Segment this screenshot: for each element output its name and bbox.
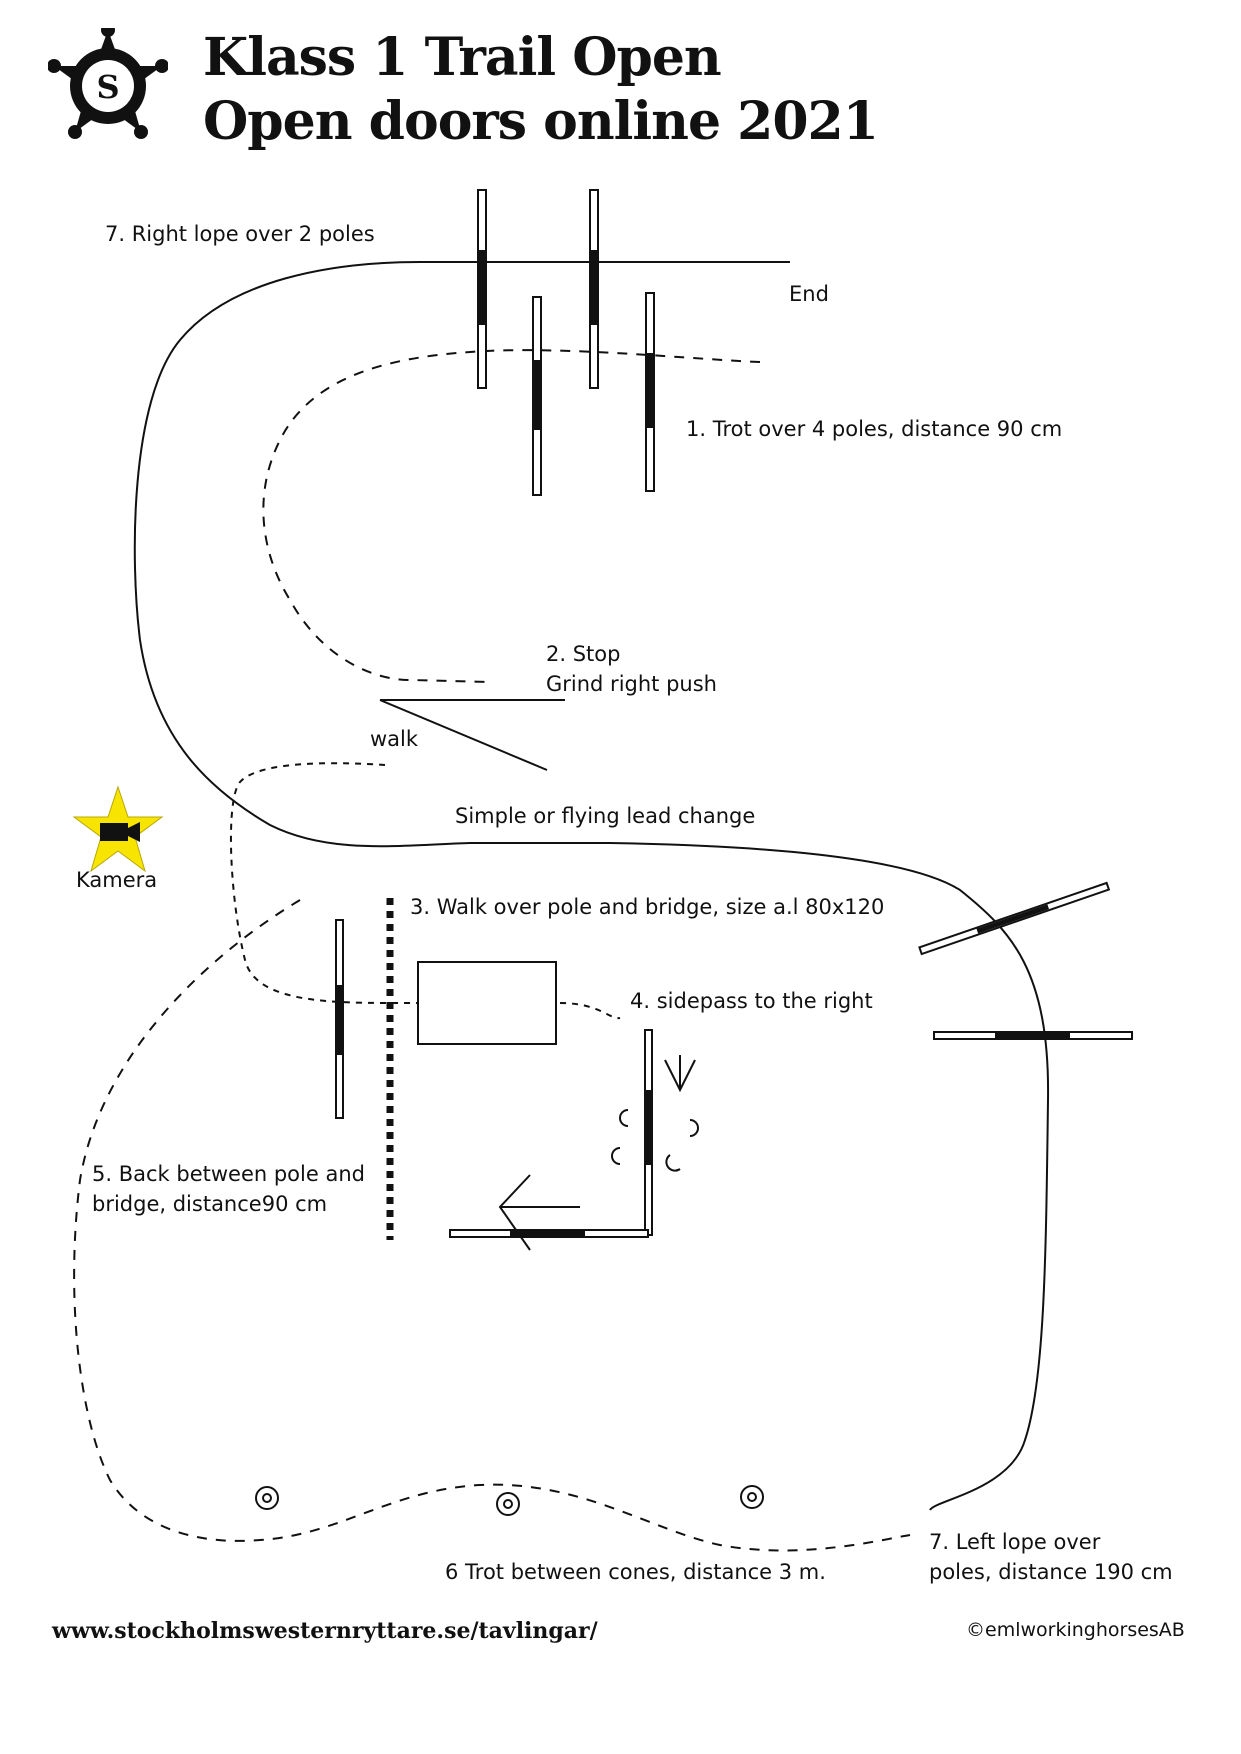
hoof-icon <box>611 1147 621 1165</box>
cone-icon <box>255 1485 764 1516</box>
left-lope-label: 7. Left lope over <box>929 1530 1101 1554</box>
arrow-left-icon <box>498 1174 580 1251</box>
stop-label: 2. Stop <box>546 642 621 666</box>
trot-walk-path <box>262 349 761 683</box>
footer-copyright: ©emlworkinghorsesAB <box>966 1619 1185 1641</box>
grind-label: Grind right push <box>546 672 717 696</box>
right-lope-label: 7. Right lope over 2 poles <box>105 222 375 246</box>
club-logo: S <box>48 28 168 139</box>
bridge <box>417 961 557 1045</box>
bridge-label: 3. Walk over pole and bridge, size a.l 8… <box>410 895 885 919</box>
back-cones-path <box>73 899 911 1552</box>
page-title-line1: Klass 1 Trail Open <box>203 27 722 88</box>
trot-poles-label: 1. Trot over 4 poles, distance 90 cm <box>686 417 1063 441</box>
lead-change-label: Simple or flying lead change <box>455 804 756 828</box>
footer-url[interactable]: www.stockholmswesternryttare.se/tavlinga… <box>52 1618 598 1644</box>
lope-path <box>133 261 1050 1511</box>
page-title-line2: Open doors online 2021 <box>203 91 879 152</box>
hoof-icon <box>665 1154 681 1172</box>
arrow-down-icon <box>664 1055 696 1093</box>
back-label-2: bridge, distance90 cm <box>92 1192 328 1216</box>
walk-label: walk <box>370 727 419 751</box>
cones-label: 6 Trot between cones, distance 3 m. <box>445 1560 826 1584</box>
pole-group-1 <box>477 189 655 496</box>
left-lope-label-2: poles, distance 190 cm <box>929 1560 1173 1584</box>
gate-arm <box>379 699 548 771</box>
hoof-icon <box>689 1119 699 1137</box>
hoof-icon <box>619 1109 629 1127</box>
camera-star-icon <box>72 785 164 873</box>
back-label: 5. Back between pole and <box>92 1162 365 1186</box>
walk-path <box>229 762 621 1020</box>
svg-text:S: S <box>96 68 119 106</box>
sidepass-label: 4. sidepass to the right <box>630 989 873 1013</box>
kamera-label: Kamera <box>76 868 158 892</box>
end-label: End <box>789 282 829 306</box>
sheriff-star-icon: S <box>48 28 168 139</box>
